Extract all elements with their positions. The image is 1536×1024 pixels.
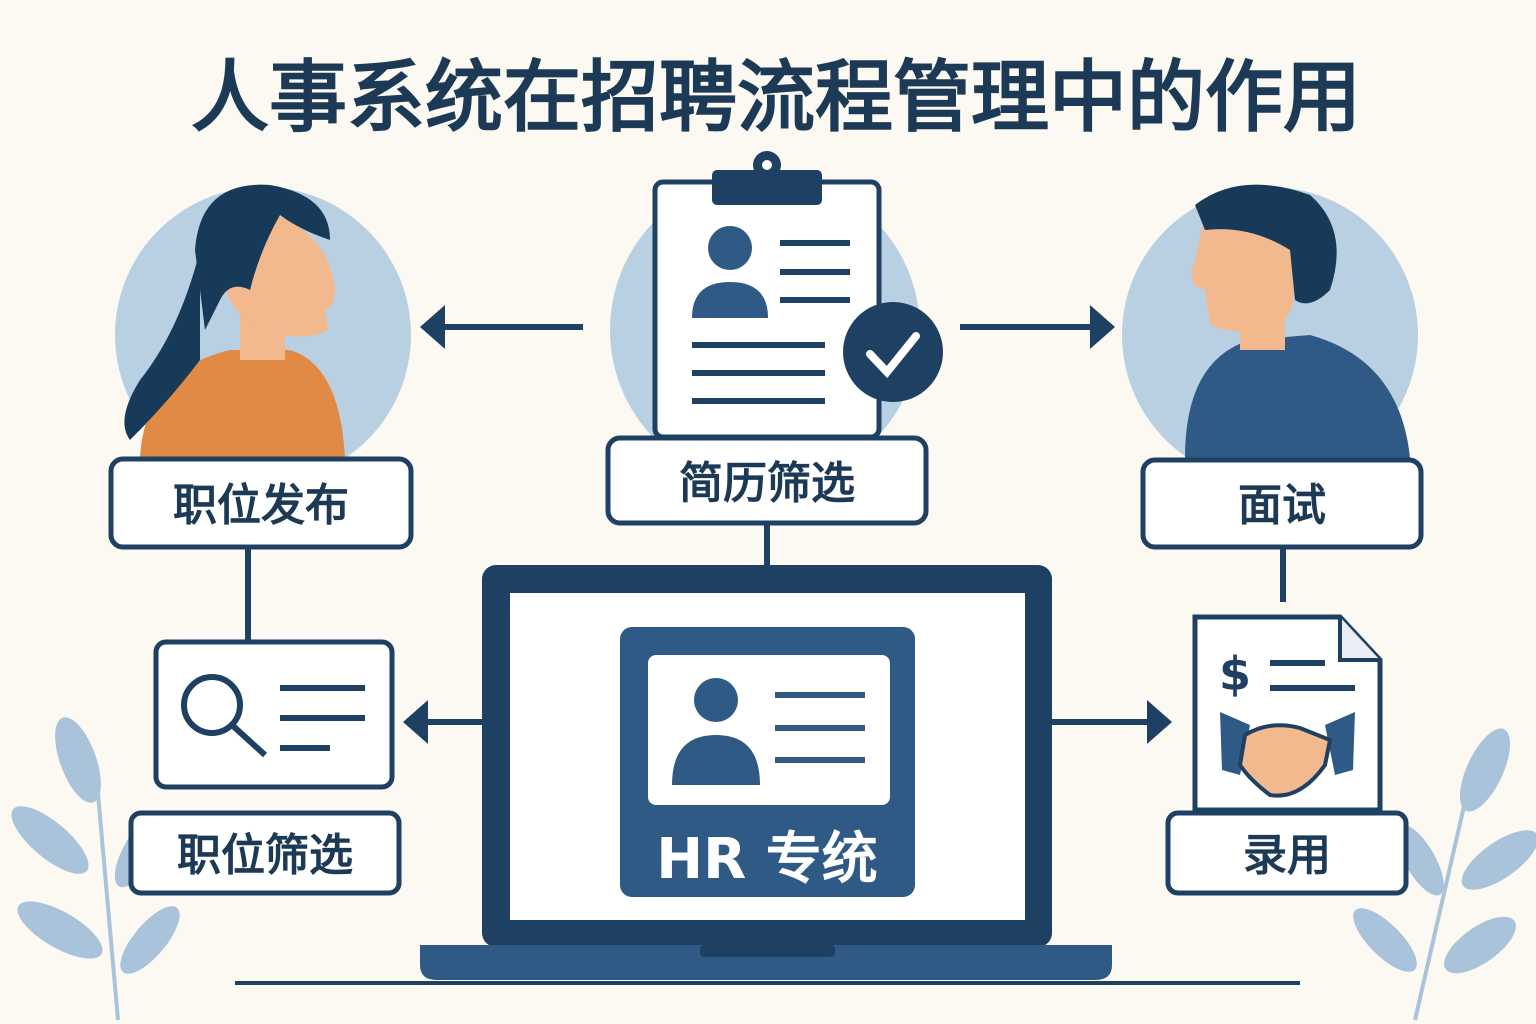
- user-profile-icon: [694, 678, 738, 722]
- recruiter-woman-illustration: [115, 184, 411, 483]
- connector-lines: [235, 305, 1300, 985]
- step-resume-screening: 简历筛选: [605, 435, 929, 526]
- svg-text:面试: 面试: [1238, 480, 1326, 531]
- search-icon: [181, 674, 243, 736]
- hr-system-laptop: HR 专统: [420, 565, 1112, 980]
- step-hiring: 录用: [1165, 810, 1409, 896]
- checkmark-icon: [843, 302, 943, 402]
- hr-system-label: HR 专统: [656, 827, 877, 892]
- job-screening-search-card: [153, 639, 395, 790]
- resume-clipboard-illustration: [610, 151, 943, 485]
- svg-text:职位发布: 职位发布: [173, 480, 349, 531]
- svg-text:职位筛选: 职位筛选: [177, 830, 353, 881]
- step-job-posting: 职位发布: [108, 456, 414, 550]
- handshake-icon: [1220, 712, 1355, 798]
- page-title: 人事系统在招聘流程管理中的作用: [191, 53, 1361, 143]
- leaf-decoration-right: [1353, 728, 1536, 1021]
- interviewer-man-illustration: [1122, 184, 1418, 483]
- svg-text:录用: 录用: [1243, 830, 1331, 881]
- step-interview: 面试: [1140, 457, 1424, 550]
- dollar-icon: $: [1219, 647, 1251, 701]
- offer-document-illustration: $: [1192, 614, 1383, 813]
- svg-text:简历筛选: 简历筛选: [679, 458, 855, 509]
- step-job-screening: 职位筛选: [128, 810, 402, 896]
